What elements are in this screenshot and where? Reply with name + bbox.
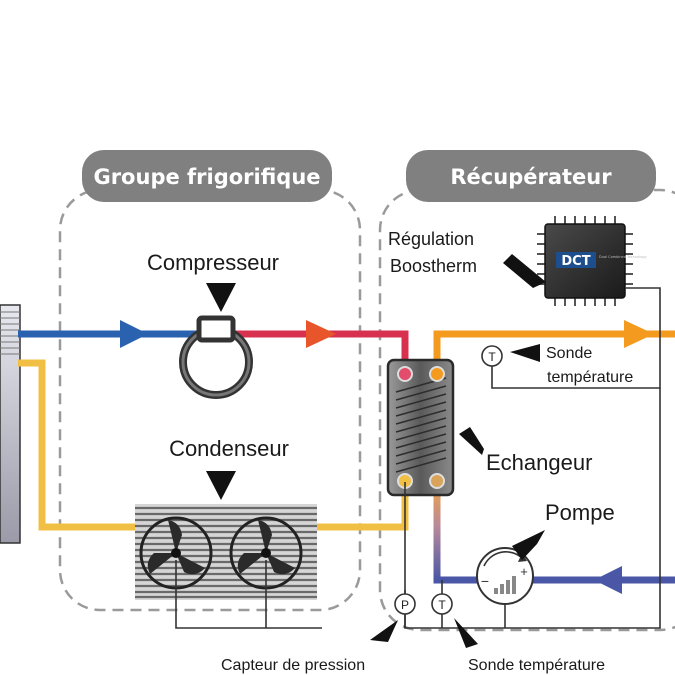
pressure-sensor-icon: P bbox=[394, 590, 416, 628]
pointer-sonde-bottom bbox=[454, 618, 478, 648]
flow-arrow-purple bbox=[594, 566, 622, 594]
label-regulation: Régulation bbox=[388, 229, 474, 249]
svg-text:Groupe frigorifique: Groupe frigorifique bbox=[93, 165, 320, 189]
label-pompe: Pompe bbox=[545, 500, 615, 525]
liquid-line-yellow-left bbox=[18, 359, 140, 531]
flow-arrow-red bbox=[306, 320, 336, 348]
flow-arrow-orange bbox=[624, 320, 654, 348]
temperature-sensor-icon-top: T bbox=[481, 345, 503, 367]
cold-unit-tank bbox=[0, 304, 21, 544]
label-condenseur: Condenseur bbox=[169, 436, 289, 461]
svg-text:T: T bbox=[438, 598, 446, 612]
pointer-sonde-top bbox=[510, 344, 540, 362]
svg-text:Récupérateur: Récupérateur bbox=[450, 165, 612, 189]
label-sonde-top-line1: Sonde bbox=[546, 345, 592, 362]
svg-text:−: − bbox=[481, 573, 489, 589]
flow-arrow-blue bbox=[120, 320, 148, 348]
svg-text:P: P bbox=[401, 598, 409, 612]
pump-icon: − + bbox=[476, 547, 534, 605]
recuperator-group-title: Récupérateur bbox=[406, 150, 656, 202]
pointer-regulation bbox=[503, 254, 546, 288]
svg-text:+: + bbox=[520, 564, 528, 579]
condenser-fan-icon bbox=[135, 504, 317, 600]
arrow-pointer-icon bbox=[206, 254, 546, 648]
svg-text:T: T bbox=[488, 350, 496, 364]
label-sonde-temperature-bottom: Sonde température bbox=[468, 657, 605, 674]
refrigeration-group-title: Groupe frigorifique bbox=[82, 150, 332, 202]
chip-logo-text: DCT bbox=[561, 254, 590, 269]
pointer-compressor bbox=[206, 283, 236, 312]
pointer-echangeur bbox=[459, 427, 484, 455]
recuperator-group-box bbox=[378, 188, 675, 632]
label-compresseur: Compresseur bbox=[147, 250, 279, 275]
temperature-sensor-icon-bottom: T bbox=[431, 593, 453, 615]
pointer-pression bbox=[370, 620, 398, 642]
label-echangeur: Echangeur bbox=[486, 450, 592, 475]
label-boostherm: Boostherm bbox=[390, 256, 477, 276]
control-wires bbox=[175, 287, 661, 629]
chip-logo-small: Dual Combined Technology bbox=[599, 255, 647, 259]
pointer-condenser bbox=[206, 471, 236, 500]
controller-chip-icon: DCT Dual Combined Technology bbox=[537, 216, 647, 306]
heat-exchanger-icon bbox=[386, 358, 455, 497]
label-sonde-top-line2: température bbox=[547, 369, 633, 386]
pointer-pompe bbox=[512, 530, 545, 560]
water-return-purple bbox=[433, 482, 675, 584]
label-capteur-pression: Capteur de pression bbox=[221, 657, 365, 674]
compressor-icon bbox=[179, 315, 253, 399]
